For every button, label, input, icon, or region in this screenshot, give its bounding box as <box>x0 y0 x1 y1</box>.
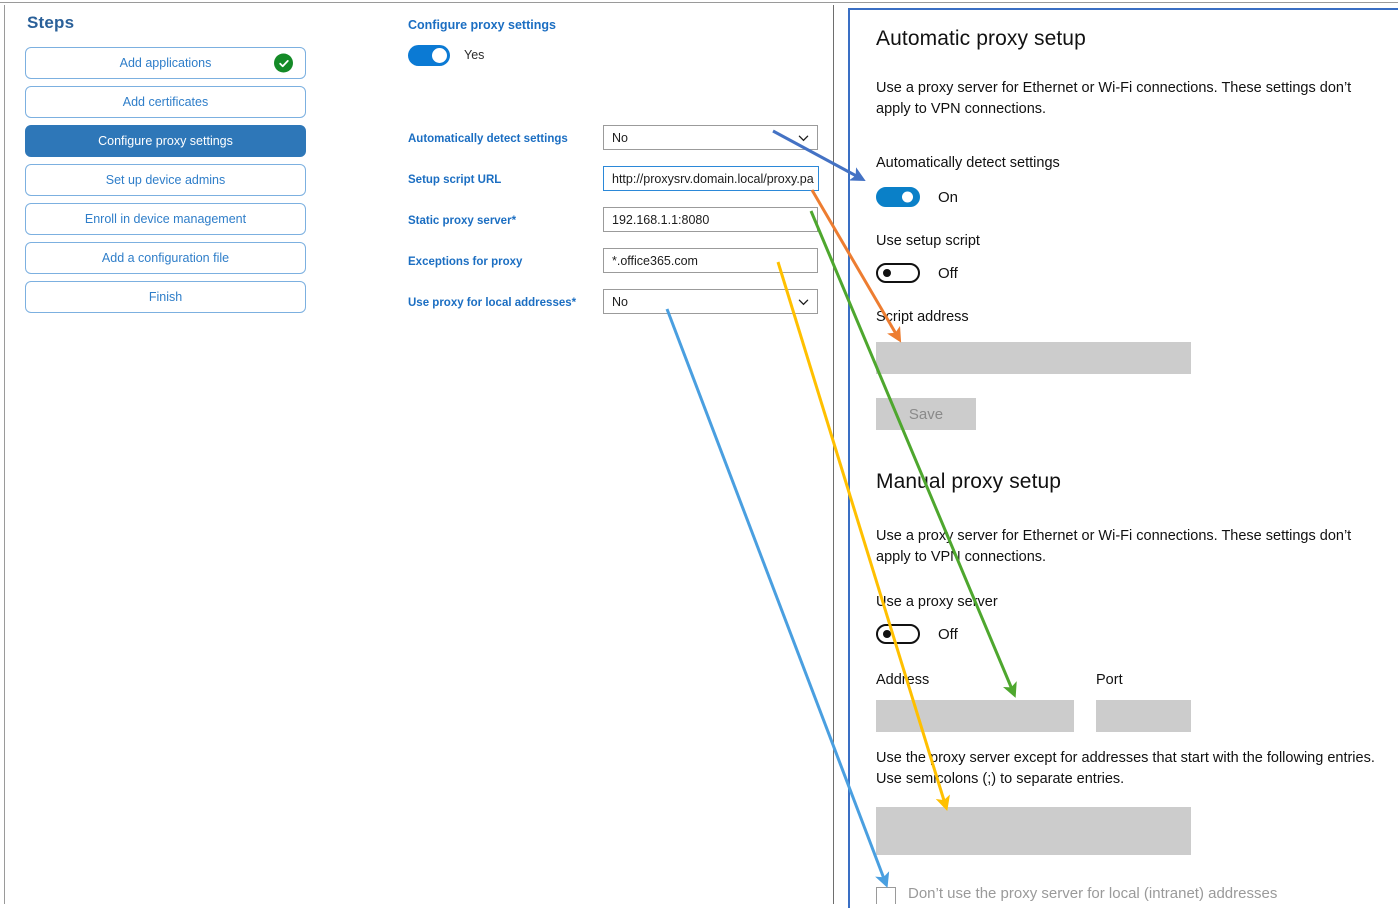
proxy-form-header: Configure proxy settings Yes <box>408 18 818 68</box>
automatic-proxy-description: Use a proxy server for Ethernet or Wi-Fi… <box>876 80 1352 118</box>
wizard-step-label: Enroll in device management <box>84 212 247 226</box>
exceptions-description: Use the proxy server except for addresse… <box>876 750 1375 788</box>
wizard-step-3[interactable]: Set up device admins <box>25 164 306 196</box>
use-proxy-server-state: Off <box>938 625 958 643</box>
required-marker: * <box>511 215 517 227</box>
port-input[interactable] <box>1096 700 1191 732</box>
form-title: Configure proxy settings <box>408 18 556 32</box>
script-address-label: Script address <box>876 309 969 325</box>
wizard-step-label: Add applications <box>119 56 212 70</box>
automatic-proxy-heading: Automatic proxy setup <box>876 27 1086 50</box>
form-row-0: Automatically detect settings No <box>408 125 818 166</box>
wizard-step-4[interactable]: Enroll in device management <box>25 203 306 235</box>
form-field-label: Exceptions for proxy <box>408 256 523 268</box>
form-field-value: 192.168.1.1:8080 <box>612 212 710 227</box>
address-label: Address <box>876 672 930 688</box>
use-proxy-server-toggle-row: Off <box>876 624 958 644</box>
wizard-step-6[interactable]: Finish <box>25 281 306 313</box>
wizard-step-1[interactable]: Add certificates <box>25 86 306 118</box>
chevron-down-icon <box>798 299 809 305</box>
auto-detect-state: On <box>938 188 959 206</box>
configure-proxy-toggle-row: Yes <box>408 42 818 68</box>
form-field-label: Use proxy for local addresses* <box>408 297 577 309</box>
wizard-step-label: Configure proxy settings <box>98 134 233 148</box>
wizard-step-0[interactable]: Add applications <box>25 47 306 79</box>
wizard-step-label: Set up device admins <box>105 173 226 187</box>
chevron-down-icon <box>798 135 809 141</box>
form-field-select[interactable]: No <box>603 125 818 150</box>
form-field-input[interactable]: http://proxysrv.domain.local/proxy.pa <box>603 166 819 191</box>
manual-proxy-heading: Manual proxy setup <box>876 470 1062 493</box>
configure-proxy-toggle[interactable] <box>408 44 450 66</box>
auto-detect-label: Automatically detect settings <box>876 155 1060 171</box>
window-top-rule <box>0 2 1398 3</box>
toggle-knob <box>883 630 891 638</box>
wizard-step-label: Add certificates <box>122 95 209 109</box>
auto-detect-toggle-row: On <box>876 187 958 207</box>
form-field-label: Static proxy server* <box>408 215 517 227</box>
wizard-step-label: Add a configuration file <box>101 251 230 265</box>
bypass-local-checkbox[interactable] <box>876 887 896 904</box>
form-field-input[interactable]: *.office365.com <box>603 248 818 273</box>
exceptions-input[interactable] <box>876 807 1191 855</box>
form-row-4: Use proxy for local addresses* No <box>408 289 818 330</box>
use-setup-script-toggle-row: Off <box>876 263 958 283</box>
toggle-knob <box>902 191 913 203</box>
address-input[interactable] <box>876 700 1074 732</box>
steps-heading: Steps <box>27 13 75 32</box>
bypass-local-label: Don’t use the proxy server for local (in… <box>908 885 1278 902</box>
form-field-value: *.office365.com <box>612 253 698 268</box>
port-label: Port <box>1096 672 1123 688</box>
form-field-value: No <box>612 294 628 309</box>
use-setup-script-state: Off <box>938 264 958 282</box>
toggle-knob <box>432 47 447 63</box>
use-setup-script-toggle[interactable] <box>876 263 920 283</box>
form-row-2: Static proxy server* 192.168.1.1:8080 <box>408 207 818 248</box>
wizard-step-label: Finish <box>148 290 183 304</box>
form-field-value: http://proxysrv.domain.local/proxy.pa <box>612 171 814 186</box>
wizard-step-5[interactable]: Add a configuration file <box>25 242 306 274</box>
form-field-value: No <box>612 130 628 145</box>
form-field-input[interactable]: 192.168.1.1:8080 <box>603 207 818 232</box>
wizard-step-2[interactable]: Configure proxy settings <box>25 125 306 157</box>
auto-detect-toggle[interactable] <box>876 187 920 207</box>
bypass-local-row: Don’t use the proxy server for local (in… <box>876 885 1277 904</box>
save-button[interactable]: Save <box>876 398 976 430</box>
script-address-input[interactable] <box>876 342 1191 374</box>
form-field-label: Setup script URL <box>408 174 502 186</box>
use-proxy-server-label: Use a proxy server <box>876 594 998 610</box>
windows-proxy-settings-panel: Automatic proxy setup Use a proxy server… <box>852 10 1398 904</box>
manual-proxy-description: Use a proxy server for Ethernet or Wi-Fi… <box>876 528 1352 566</box>
use-proxy-server-toggle[interactable] <box>876 624 920 644</box>
use-setup-script-label: Use setup script <box>876 233 980 249</box>
form-field-label: Automatically detect settings <box>408 133 568 145</box>
form-row-3: Exceptions for proxy *.office365.com <box>408 248 818 289</box>
form-row-1: Setup script URL http://proxysrv.domain.l… <box>408 166 819 207</box>
required-marker: * <box>571 297 577 309</box>
check-circle-icon <box>274 53 293 73</box>
configure-proxy-toggle-label: Yes <box>464 48 485 62</box>
form-field-select[interactable]: No <box>603 289 818 314</box>
toggle-knob <box>883 269 891 277</box>
